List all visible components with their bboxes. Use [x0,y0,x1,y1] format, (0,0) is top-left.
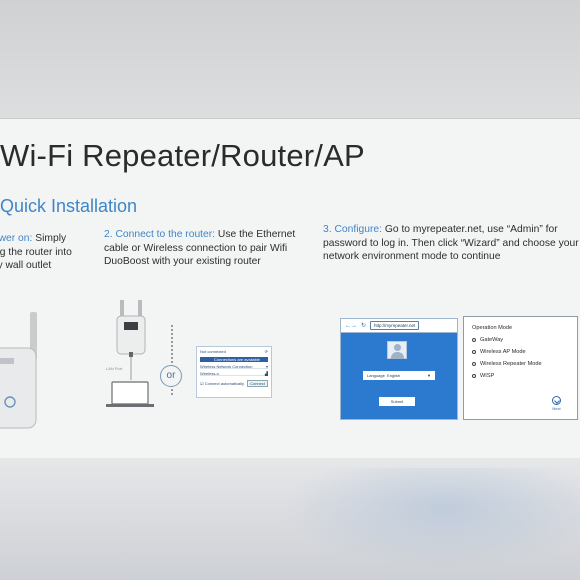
browser-toolbar: ←→ ↻ http://myrepeater.net [341,319,457,333]
refresh-icon: ⟳ [264,349,268,354]
submit-button: Submit [379,397,415,406]
svg-text:LAN Port: LAN Port [106,366,123,371]
auto-connect-checkbox: ☑ Connect automatically [200,381,245,386]
radio-icon [472,338,476,342]
page-title: Wi-Fi Repeater/Router/AP [0,138,365,173]
mode-option: GateWay [472,337,577,343]
signal-icon: ▟ [264,371,268,376]
section-subtitle: Quick Installation [0,196,138,216]
next-button: Next [552,396,561,411]
network-row: Wireless Network Connection ▾ [200,364,268,369]
router-laptop-icon: LAN Port [106,300,154,407]
mode-option: Wireless AP Mode [472,349,577,355]
connect-button: Connect [247,380,268,387]
language-label: Language [367,373,385,378]
language-value: English [387,373,401,378]
connection-status: Not connected [200,349,226,354]
step-text: Go to myrepeater.net, use “Admin” for pa… [323,224,579,262]
radio-icon [472,374,476,378]
step-power-on: Power on: Simply plug the router into an… [0,232,74,273]
box-top-area [0,0,580,118]
mode-option: WISP [472,373,577,379]
mode-option: Wireless Repeater Mode [472,361,577,367]
box-bottom-area [0,458,580,580]
step-label: 3. Configure: [323,224,382,235]
available-bar: Connections are available [200,357,268,362]
url-bar: http://myrepeater.net [370,321,420,330]
step-connect: 2. Connect to the router: Use the Ethern… [104,228,304,269]
language-select: Language English ▼ [363,371,435,380]
connect-footer: ☑ Connect automatically Connect [200,380,268,387]
operation-mode-title: Operation Mode [472,325,513,331]
user-avatar-icon [387,341,407,359]
repeater-device-icon [0,312,37,429]
browser-login-window: ←→ ↻ http://myrepeater.net Language Engl… [340,318,458,420]
wireless-connection-panel: Not connected ⟳ Connections are availabl… [196,346,272,398]
step-text: Use the Ethernet cable or Wireless conne… [104,229,296,267]
network-label: Wireless Network Connection [200,364,253,369]
back-forward-icon: ←→ [345,322,357,329]
operation-mode-panel: Operation Mode GateWay Wireless AP Mode … [463,316,578,420]
reload-icon: ↻ [361,323,367,329]
chevron-down-icon: ▾ [265,364,268,369]
light-reflection [280,468,580,568]
radio-icon [472,350,476,354]
network-name: Wireless-n [200,371,219,376]
step-label: Power on: [0,233,33,244]
step-text: Simply plug the router into any wall out… [0,233,72,271]
network-row: Wireless-n ▟ [200,371,268,376]
divider-dots [171,325,173,395]
radio-icon [472,362,476,366]
dropdown-arrow-icon: ▼ [427,373,431,378]
next-arrow-icon [552,396,561,405]
or-badge: or [160,365,182,387]
step-label: 2. Connect to the router: [104,229,216,240]
step-configure: 3. Configure: Go to myrepeater.net, use … [323,223,580,264]
